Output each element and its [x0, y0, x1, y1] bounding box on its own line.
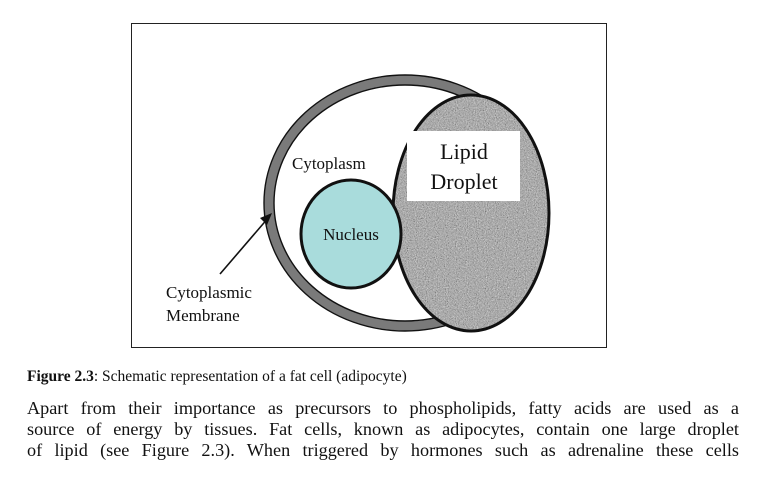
caption-text: : Schematic representation of a fat cell…: [93, 368, 407, 385]
lipid-label-box: [407, 131, 520, 201]
caption-label: Figure 2.3: [27, 368, 94, 385]
cytoplasm-label: Cytoplasm: [292, 154, 366, 173]
lipid-droplet: [391, 93, 551, 333]
body-line: source of energy by tissues. Fat cells, …: [27, 419, 739, 439]
adipocyte-diagram: Cytoplasm Nucleus Lipid Droplet Cytoplas…: [166, 74, 551, 333]
nucleus: [299, 178, 403, 290]
body-line: of lipid (see Figure 2.3). When triggere…: [27, 440, 739, 460]
membrane-label-line1: Cytoplasmic: [166, 283, 252, 302]
nucleus-label: Nucleus: [323, 225, 379, 244]
lipid-label-line2: Droplet: [430, 169, 497, 194]
membrane-label-line2: Membrane: [166, 306, 240, 325]
membrane-arrow: [219, 213, 272, 275]
lipid-label-line1: Lipid: [440, 139, 488, 164]
body-line: Apart from their importance as precursor…: [27, 398, 739, 418]
body-paragraph: Apart from their importance as precursor…: [27, 398, 739, 461]
figure-caption: Figure 2.3: Schematic representation of …: [27, 368, 407, 386]
figure-frame: Cytoplasm Nucleus Lipid Droplet Cytoplas…: [131, 23, 607, 348]
